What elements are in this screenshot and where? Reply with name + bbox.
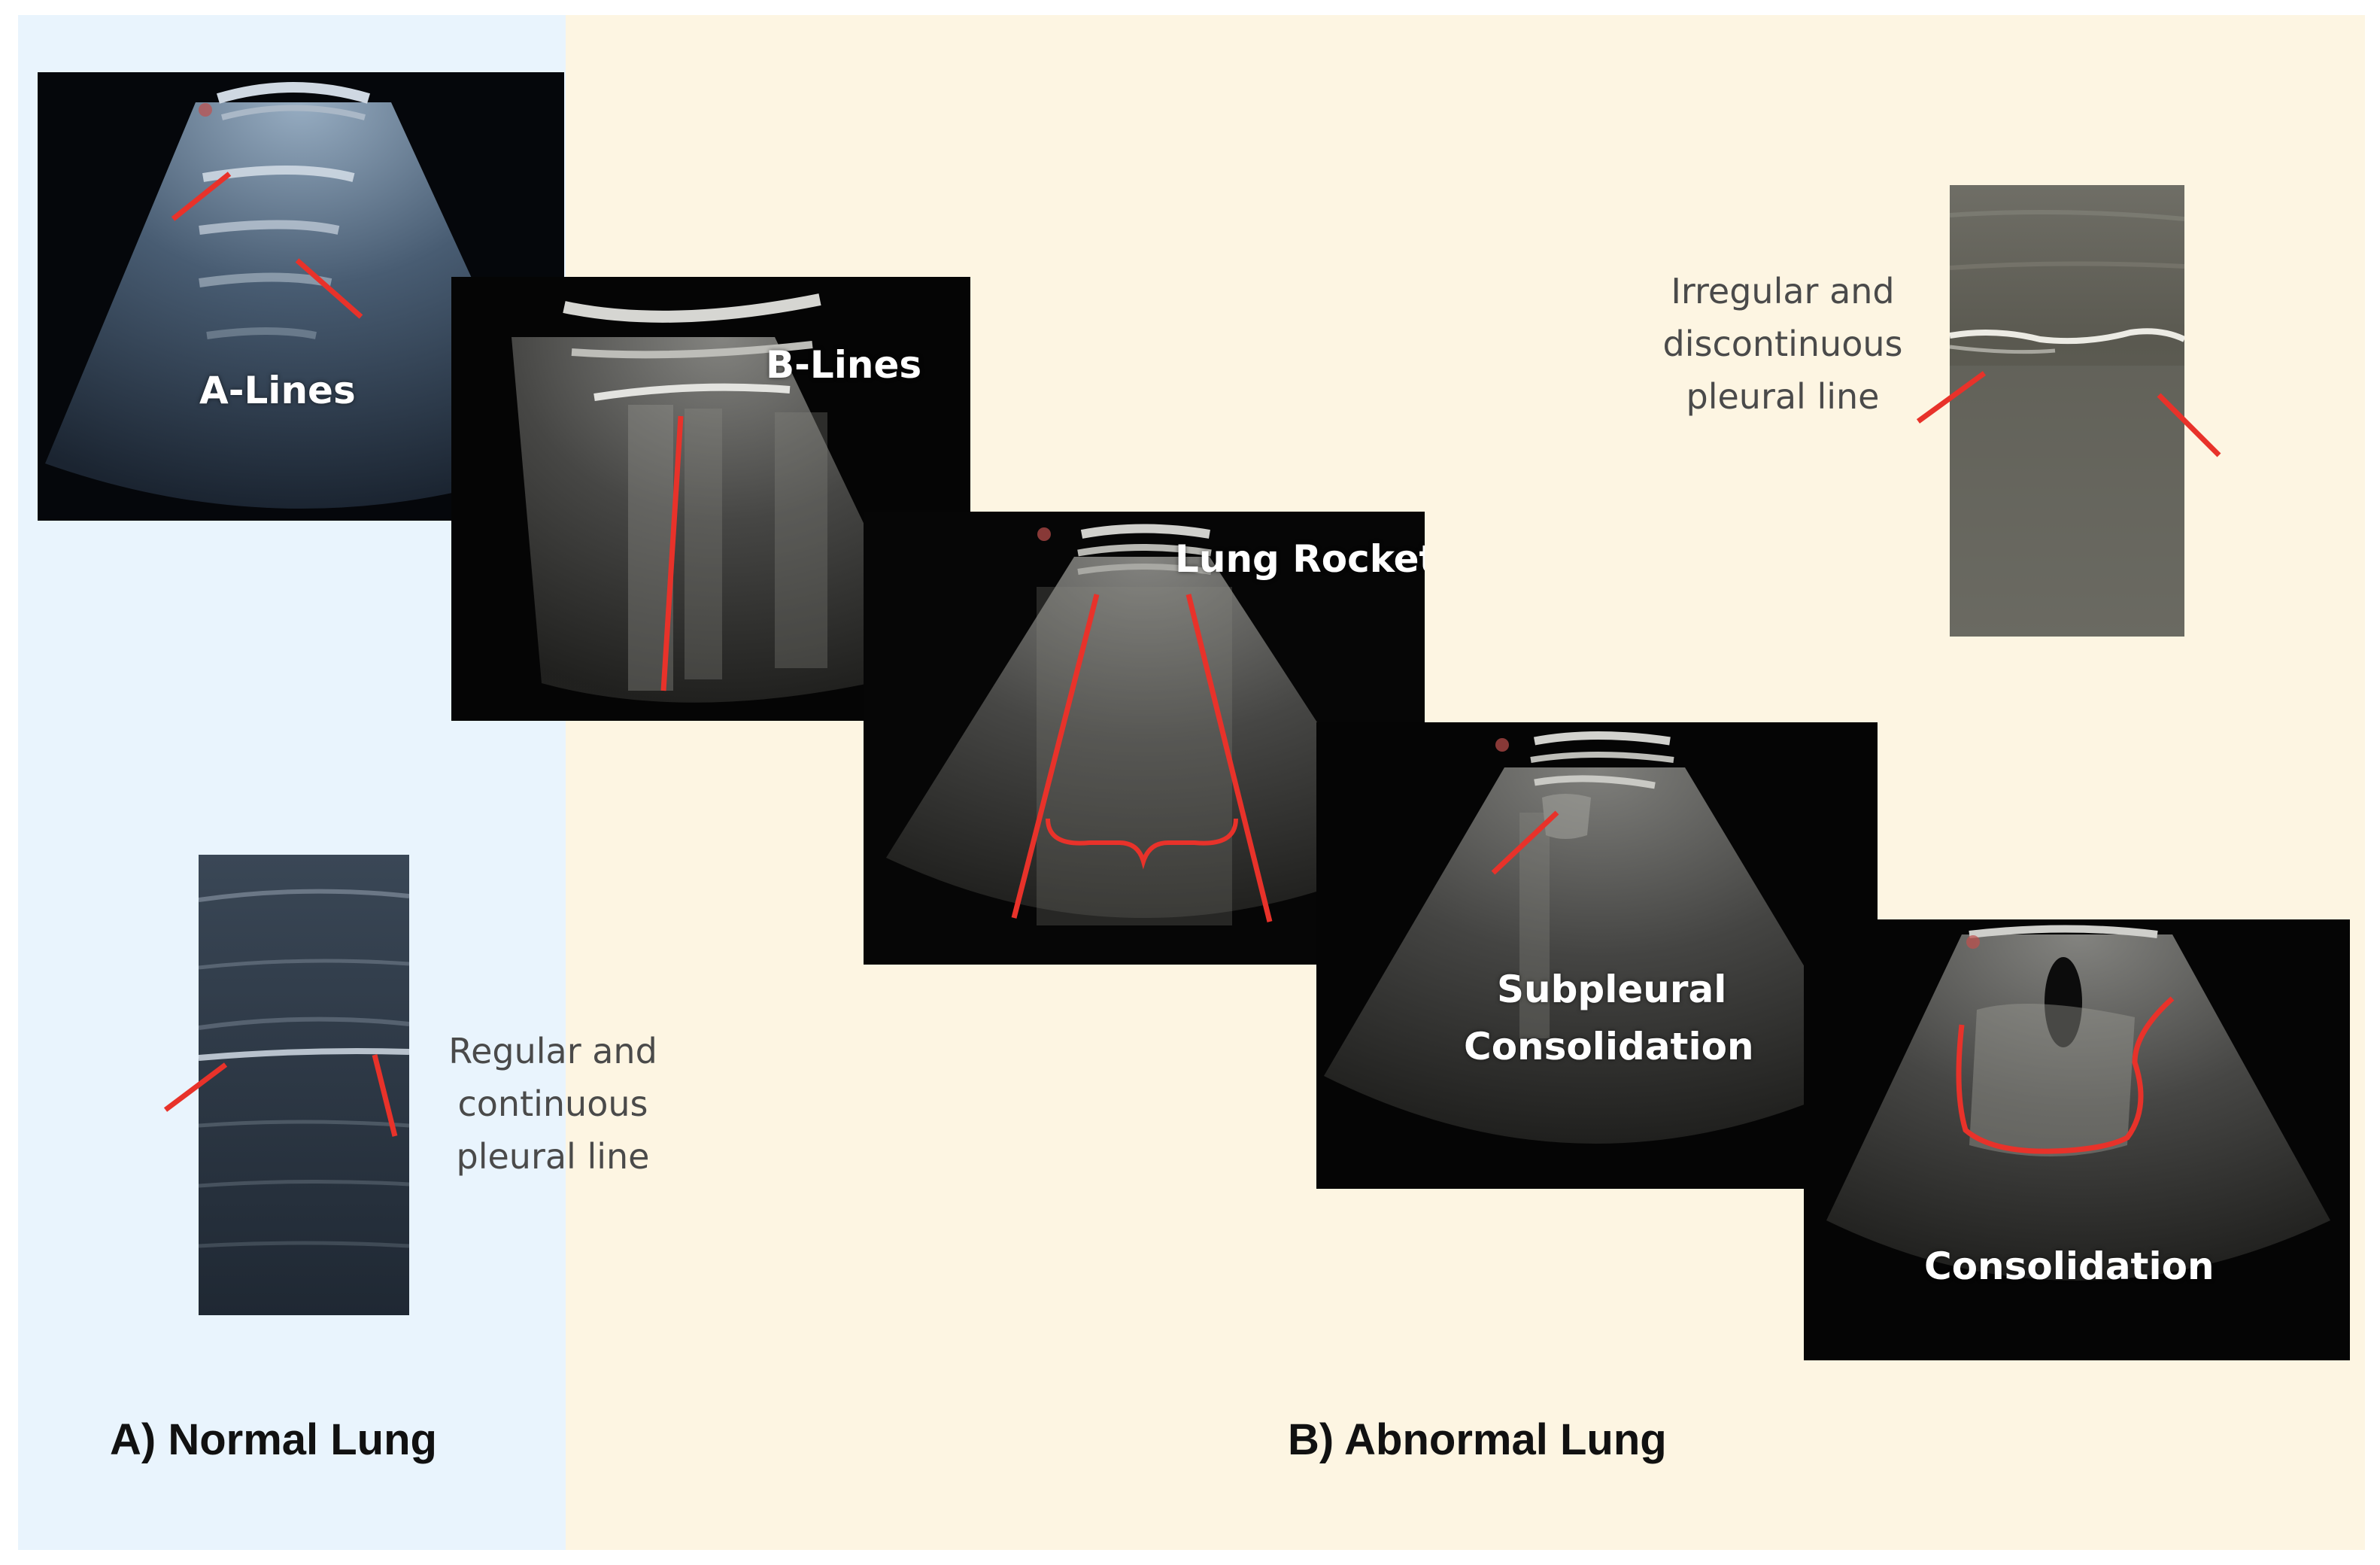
lung-rocket-label: Lung Rocket bbox=[1175, 537, 1425, 581]
consolidation-ultrasound-image: Consolidation bbox=[1804, 919, 2350, 1360]
normal-pleural-line-image bbox=[199, 855, 409, 1315]
consolidation-label: Consolidation bbox=[1924, 1244, 2215, 1288]
subpleural-consolidation-ultrasound-image: Subpleural Consolidation bbox=[1316, 722, 1878, 1189]
caption-line: Irregular and bbox=[1671, 271, 1895, 311]
caption-line: Regular and bbox=[448, 1031, 657, 1071]
caption-line: discontinuous bbox=[1662, 324, 1903, 364]
normal-pleura-arrows bbox=[163, 1054, 398, 1137]
abnormal-pleural-line-image bbox=[1950, 185, 2184, 637]
normal-lung-title: A) Normal Lung bbox=[110, 1415, 437, 1464]
normal-pleura-caption: Regular and continuous pleural line bbox=[421, 1025, 685, 1183]
abnormal-lung-title: B) Abnormal Lung bbox=[1288, 1415, 1667, 1464]
subpleural-label-line1: Subpleural bbox=[1497, 968, 1727, 1011]
caption-line: pleural line bbox=[1686, 376, 1880, 417]
caption-line: continuous bbox=[457, 1083, 648, 1124]
abnormal-pleura-caption: Irregular and discontinuous pleural line bbox=[1640, 265, 1926, 423]
abnormal-pleura-arrows bbox=[1916, 371, 2221, 457]
b-lines-label: B-Lines bbox=[766, 343, 922, 387]
subpleural-label-line2: Consolidation bbox=[1464, 1025, 1754, 1068]
caption-line: pleural line bbox=[456, 1136, 650, 1177]
a-lines-label: A-Lines bbox=[199, 369, 356, 412]
